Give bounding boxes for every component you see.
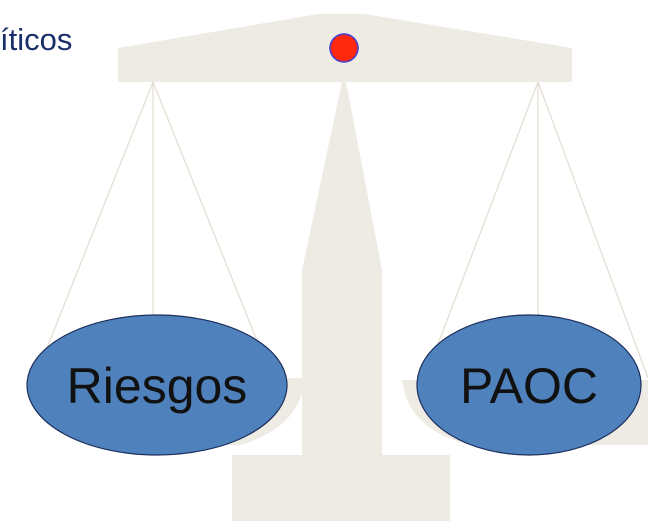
- pivot-dot: [329, 33, 359, 63]
- scale-column: [302, 82, 382, 455]
- right-pan-label: PAOC: [460, 358, 598, 414]
- left-pan-ellipse: [26, 314, 288, 456]
- right-pan-ellipse: [416, 314, 642, 456]
- left-pan-label: Riesgos: [67, 358, 248, 414]
- scale-base: [232, 455, 450, 521]
- slide-title-fragment: íticos: [0, 22, 73, 57]
